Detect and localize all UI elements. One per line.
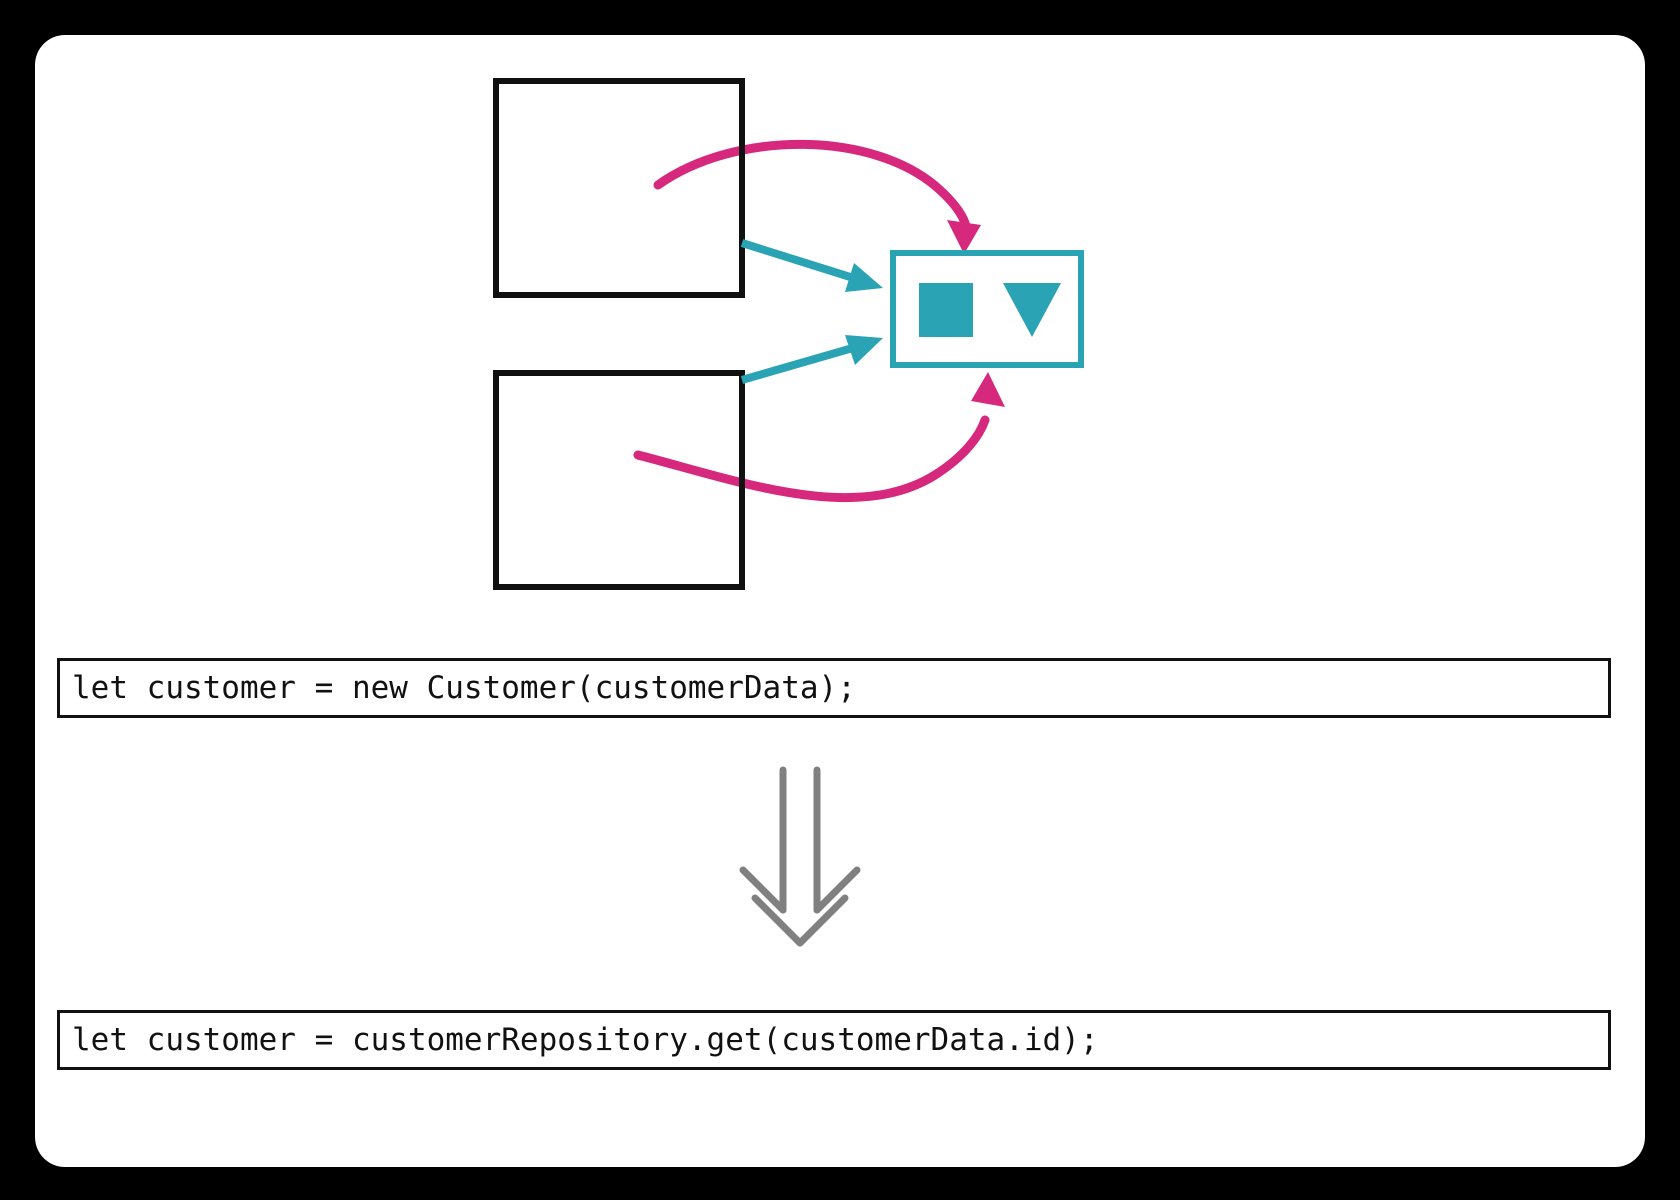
code-box-before: let customer = new Customer(customerData… — [57, 658, 1611, 718]
code-box-after: let customer = customerRepository.get(cu… — [57, 1010, 1611, 1070]
teal-arrow-top — [740, 239, 883, 292]
diagram-canvas — [493, 78, 1084, 590]
source-box-top — [493, 78, 745, 298]
filled-square-icon — [919, 283, 973, 337]
down-triangle-icon — [1003, 283, 1061, 337]
slide-card: let customer = new Customer(customerData… — [35, 35, 1645, 1167]
double-down-arrow-svg — [739, 766, 861, 947]
code-text-before: let customer = new Customer(customerData… — [72, 669, 856, 706]
code-text-after: let customer = customerRepository.get(cu… — [72, 1021, 1099, 1058]
diagram-area — [35, 35, 1645, 615]
source-box-bottom — [493, 370, 745, 590]
pink-arrow-bottom — [633, 372, 1005, 503]
double-down-arrow-icon — [725, 760, 885, 950]
pink-arrow-top — [653, 139, 981, 254]
teal-arrow-bottom — [740, 335, 883, 384]
